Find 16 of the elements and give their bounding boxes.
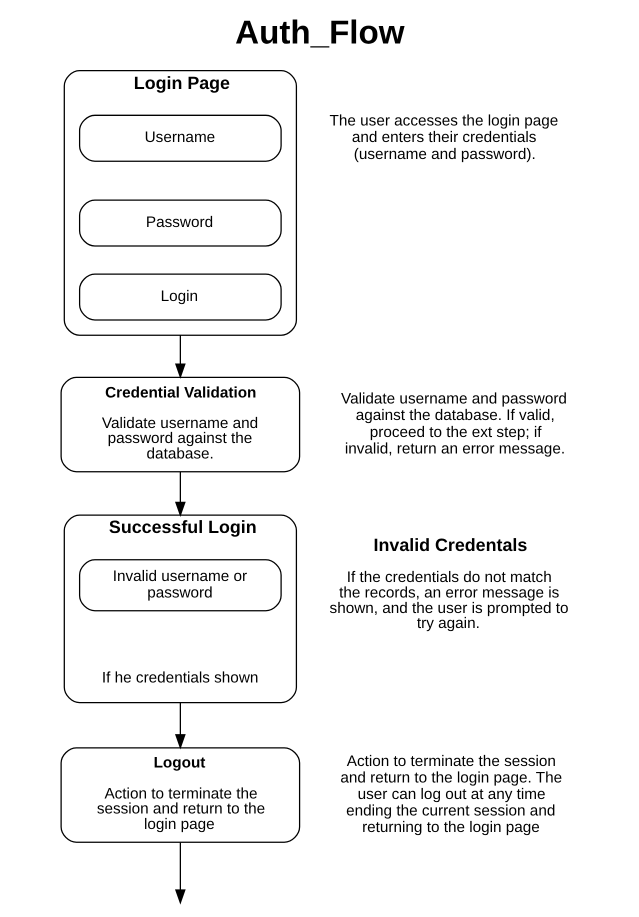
arrow <box>174 472 186 518</box>
node-label: If the credentials do not match the records, an error message is shown, and the user is prompted to try again. <box>329 569 568 632</box>
node-label: The user accesses the login page and enters their credentials (username and password). <box>329 112 558 163</box>
node-label: Invalid Credentals <box>373 535 527 556</box>
node-box: Password <box>78 199 282 247</box>
node-label: Validate username and password against the database. If valid, proceed to the ext step; if invalid, return an error message. <box>340 390 566 458</box>
node-box: Login <box>78 273 282 321</box>
diagram-title: Auth_Flow <box>234 14 404 52</box>
arrow <box>174 702 186 750</box>
node-box: Logout Action to terminate the session and return to the login page <box>60 747 300 843</box>
node-label: Action to terminate the session and return to the login page. The user can log out at any time ending the current session and returning to the login page <box>340 752 562 836</box>
node-box: Username <box>78 114 282 162</box>
node-box: Credential Validation Validate username and password against the database. <box>60 376 300 472</box>
node-box: Invalid username or password <box>78 559 282 612</box>
arrow <box>174 335 186 379</box>
arrow <box>174 842 186 905</box>
